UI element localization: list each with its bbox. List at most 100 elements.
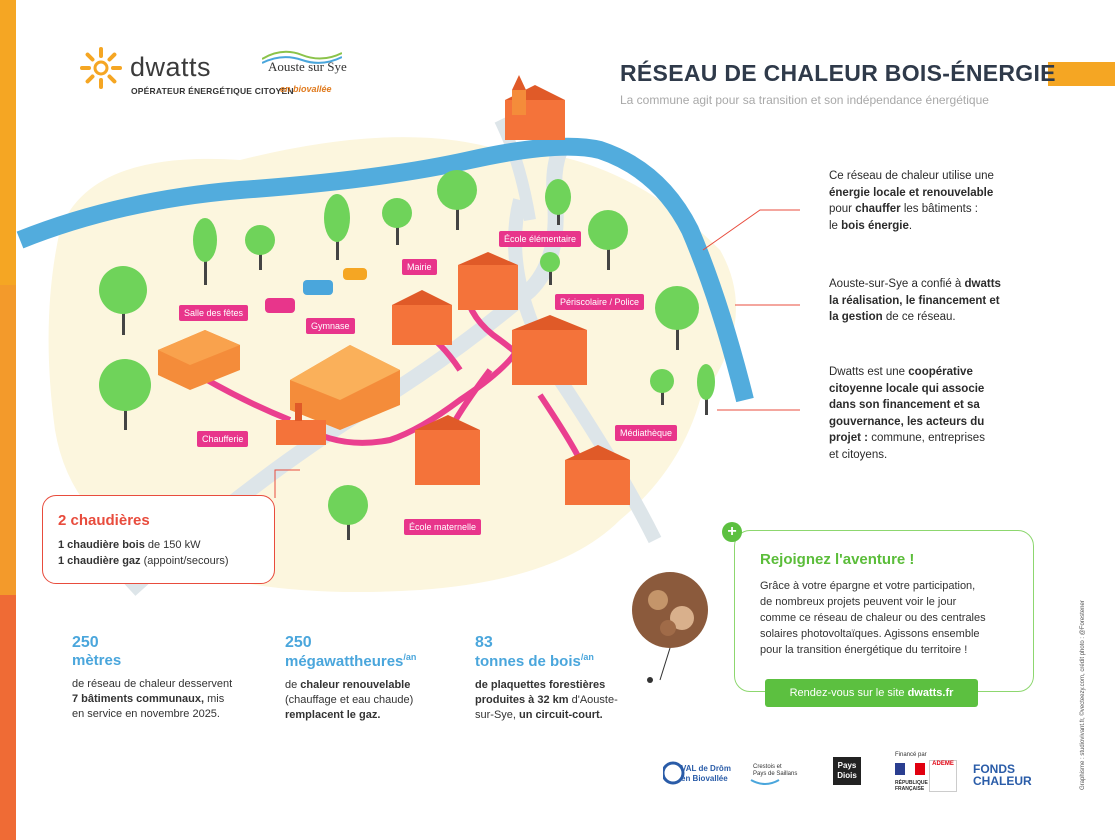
text: de ce réseau. [885, 311, 956, 323]
road-north [494, 117, 536, 221]
text: /an [403, 652, 417, 662]
sponsor-ademe: ADEME [929, 760, 957, 792]
river [16, 137, 754, 403]
join-title: Rejoignez l'aventure ! [760, 551, 915, 568]
svg-text:Crestois et: Crestois et [753, 764, 782, 770]
val-drome-logo-icon: VAL de Drôme en Biovallée [661, 761, 736, 785]
text: FONDS [973, 762, 1015, 776]
text-bold: gouvernance, les acteurs du [829, 415, 985, 428]
stat-number: 250 [285, 634, 312, 651]
ademe-logo: ADEME [929, 760, 957, 792]
join-line: Grâce à votre épargne et votre participa… [760, 580, 976, 592]
info-paragraph-1: Ce réseau de chaleur utilise une énergie… [829, 168, 1059, 234]
title-accent-bar [1048, 62, 1115, 86]
tree [697, 364, 715, 415]
dwatts-logo [78, 45, 124, 96]
text: CHALEUR [973, 774, 1032, 788]
text: Ce réseau de chaleur utilise une [829, 170, 994, 182]
visit-site-button[interactable]: Rendez-vous sur le site dwatts.fr [765, 679, 978, 707]
building-periscolaire [512, 315, 587, 385]
text: en service en novembre 2025. [72, 708, 220, 720]
credit-text: Graphisme : studiovivant.fr, ©vecteezy.c… [1080, 600, 1086, 790]
tree [328, 485, 368, 540]
text-bold: remplacent le gaz. [285, 709, 381, 721]
stat-description: de plaquettes forestières produites à 32… [475, 678, 655, 723]
tree [245, 225, 275, 270]
stat-unit: mégawattheures/an [285, 652, 465, 670]
sponsor-republique: RÉPUBLIQUE FRANÇAISE [895, 762, 928, 792]
stat-wood: 83 tonnes de bois/an de plaquettes fores… [475, 634, 655, 723]
boilers-title: 2 chaudières [58, 512, 150, 529]
building-salle [158, 330, 240, 390]
edge-bar-top [0, 0, 16, 285]
text-bold: projet : [829, 432, 868, 444]
tree [650, 369, 674, 405]
text: les bâtiments : [903, 203, 978, 215]
commune-logo-sub: en biovallée [280, 84, 332, 94]
label-salle-des-fetes: Salle des fêtes [179, 305, 249, 321]
boilers-box: 2 chaudières 1 chaudière bois de 150 kW … [42, 495, 275, 584]
building-gymnase [290, 345, 400, 430]
text: d'Aouste- [568, 694, 618, 706]
sponsor-pays-diois: Pays Diois [833, 757, 861, 785]
text: mis [204, 693, 225, 705]
boiler-line-1: 1 chaudière bois de 150 kW [58, 539, 200, 551]
text-bold: la réalisation, le financement et [829, 294, 1000, 307]
join-text: Grâce à votre épargne et votre participa… [760, 578, 1030, 658]
join-line: pour la transition énergétique du territ… [760, 644, 968, 656]
text-bold: bois énergie [841, 219, 909, 232]
text: de réseau de chaleur desservent [72, 678, 233, 690]
tree [99, 359, 151, 430]
wood-chips-photo [632, 572, 708, 683]
svg-text:en Biovallée: en Biovallée [681, 774, 728, 783]
stat-unit: tonnes de bois/an [475, 652, 655, 670]
brand-tagline: OPÉRATEUR ÉNERGÉTIQUE CITOYEN [131, 86, 294, 96]
sponsor-crestois: Crestois et Pays de Saillans [745, 758, 813, 793]
plus-icon: + [722, 522, 742, 542]
join-line: de nombreux projets peuvent voir le jour [760, 596, 957, 608]
label-mairie: Mairie [402, 259, 437, 275]
info-paragraph-3: Dwatts est une coopérative citoyenne loc… [829, 364, 1059, 463]
financed-by: Financé par [895, 752, 927, 758]
text: et citoyens. [829, 448, 888, 461]
car-blue [303, 280, 333, 295]
crestois-logo-icon: Crestois et Pays de Saillans [750, 764, 797, 785]
text: commune, entreprises [871, 432, 985, 444]
tree [545, 179, 571, 225]
tree [655, 286, 699, 350]
edge-bar-bottom [0, 595, 16, 840]
text-bold: coopérative [908, 366, 973, 378]
text-bold: dans son financement et sa [829, 399, 980, 411]
tree [324, 194, 350, 260]
info-paragraph-2: Aouste-sur-Sye a confié à dwatts la réal… [829, 276, 1059, 326]
stat-energy: 250 mégawattheures/an de chaleur renouve… [285, 634, 465, 723]
text: (appoint/secours) [140, 555, 229, 567]
french-flag-icon [895, 763, 925, 775]
text-bold: 1 chaudière gaz [58, 555, 141, 567]
text-bold: 1 chaudière bois [58, 539, 145, 551]
sun-icon [80, 47, 122, 89]
text: (chauffage et eau chaude) [285, 694, 414, 706]
text: de [285, 679, 301, 691]
text-bold: dwatts [964, 278, 1001, 290]
text: /an [580, 652, 594, 662]
leader-lines [274, 209, 800, 498]
text: Rendez-vous sur le site [789, 687, 908, 699]
label-mediatheque: Médiathèque [615, 425, 678, 441]
page-subtitle: La commune agit pour sa transition et so… [620, 93, 989, 107]
republique-label: RÉPUBLIQUE FRANÇAISE [895, 780, 928, 792]
text-bold: énergie locale et renouvelable [829, 186, 994, 199]
svg-text:VAL de Drôme: VAL de Drôme [681, 764, 731, 773]
text-bold: chauffer [855, 203, 901, 215]
label-gymnase: Gymnase [306, 318, 355, 334]
text-bold: 7 bâtiments communaux, [72, 693, 205, 705]
label-ecole-maternelle: École maternelle [404, 519, 482, 535]
brand-name: dwatts [130, 52, 212, 82]
tree [382, 198, 412, 245]
tree [437, 170, 477, 230]
building-ecole-elem [458, 252, 518, 310]
text-bold: dwatts.fr [907, 687, 954, 699]
text: Dwatts est une [829, 366, 906, 378]
building-mairie [392, 290, 452, 345]
text: tonnes de bois [475, 653, 581, 670]
